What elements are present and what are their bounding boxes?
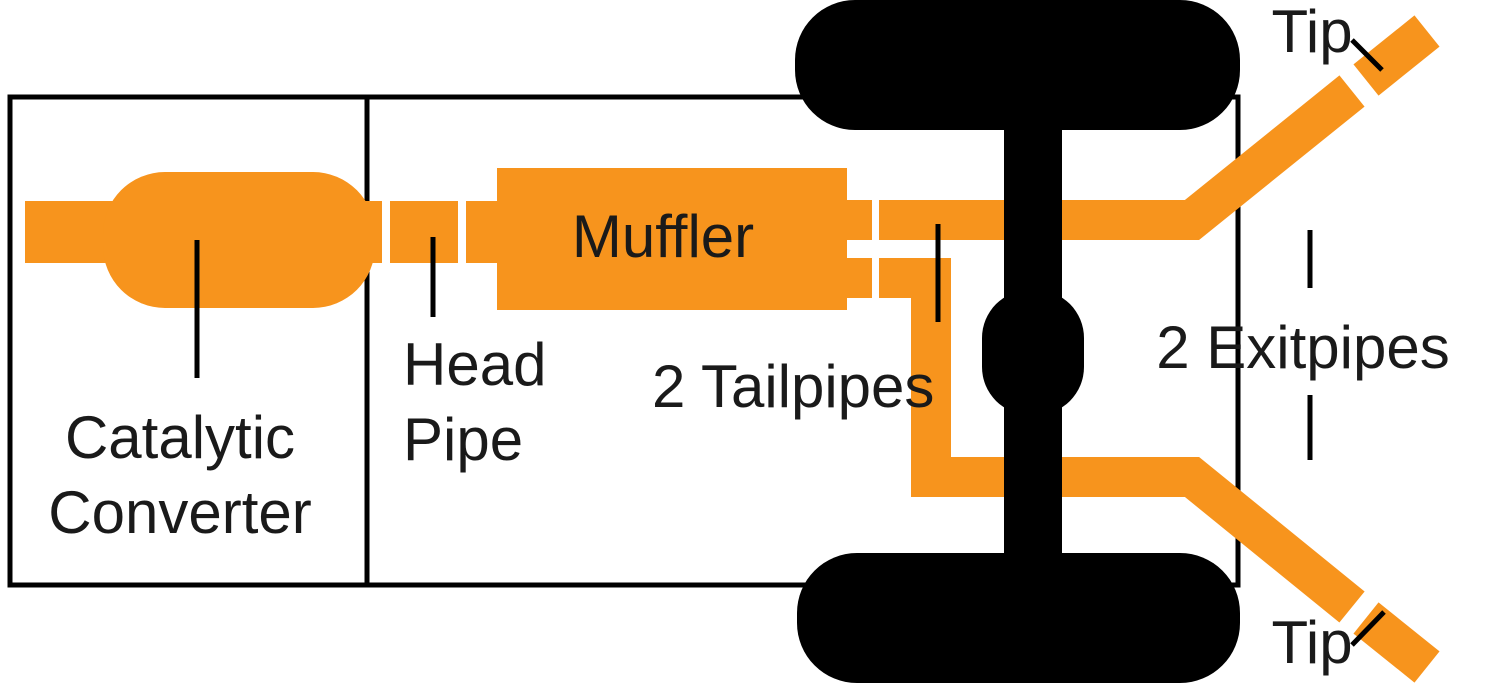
catalytic-converter-body	[103, 172, 375, 308]
cat-outlet-stub	[358, 201, 382, 263]
muffler-label: Muffler	[572, 203, 754, 270]
vehicle-frame-outline	[7, 94, 1241, 588]
tip-top-callout-line	[1350, 38, 1384, 72]
exitpipes-label: 2 Exitpipes	[1156, 314, 1450, 381]
upper-exit-tip	[1353, 15, 1440, 96]
upper-tailpipe-stub	[847, 200, 872, 240]
lower-tailpipe-stub	[847, 258, 872, 298]
tip-top-label: Tip	[1271, 0, 1352, 65]
head-pipe-label-line1: Head	[403, 331, 546, 398]
lower-exit-tip	[1353, 602, 1440, 683]
wheel-top	[795, 0, 1240, 130]
muffler-inlet-pipe	[466, 201, 500, 263]
tailpipes-label: 2 Tailpipes	[652, 353, 934, 420]
tip-bottom-callout-line	[1350, 610, 1386, 647]
differential	[982, 290, 1084, 415]
head-pipe-label-line2: Pipe	[403, 406, 523, 473]
tip-bottom-label: Tip	[1271, 609, 1352, 676]
catalytic-label-line1: Catalytic	[65, 404, 295, 471]
muffler-body	[497, 168, 847, 310]
wheel-bottom	[797, 553, 1240, 683]
upper-tailpipe	[879, 75, 1365, 240]
catalytic-label-line2: Converter	[48, 479, 311, 546]
head-pipe-segment	[390, 201, 458, 263]
lower-tailpipe	[879, 258, 1365, 623]
front-inlet-pipe	[25, 201, 117, 263]
